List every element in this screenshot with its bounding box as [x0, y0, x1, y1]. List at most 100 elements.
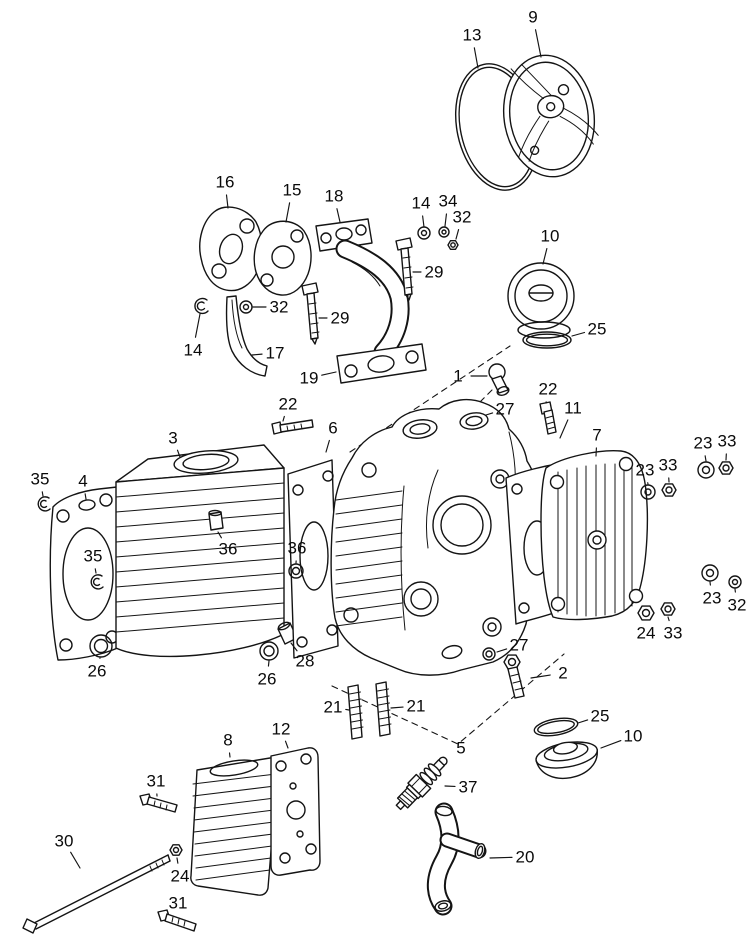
leader-line-18	[336, 208, 341, 223]
valve-part-1-drawing	[488, 363, 510, 396]
callout-35: 35	[30, 469, 50, 489]
leader-line-6	[325, 439, 330, 453]
callout-32: 32	[727, 595, 747, 615]
leader-line-34	[444, 213, 448, 227]
breather-elbow-20-drawing	[426, 802, 487, 916]
nut-33-mid-drawing	[661, 483, 677, 497]
plate-12-drawing	[270, 747, 321, 876]
callout-14: 14	[411, 193, 431, 213]
leader-line-27	[485, 412, 494, 416]
callout-13: 13	[462, 25, 482, 45]
cam-sprocket-9-drawing	[502, 54, 599, 178]
callout-25: 25	[590, 706, 610, 726]
stud-21-left-drawing	[347, 684, 364, 740]
leader-line-12	[284, 740, 289, 749]
leader-line-17	[251, 353, 263, 356]
callout-33: 33	[663, 623, 683, 643]
leader-line-9	[534, 29, 542, 58]
stud-21-right-drawing	[375, 681, 392, 737]
cylinder-head-5-drawing	[330, 398, 540, 676]
washer-32-left-drawing	[239, 300, 253, 314]
callout-6: 6	[328, 418, 338, 438]
nut-24-left-drawing	[169, 844, 183, 856]
leader-line-13	[473, 47, 479, 69]
bolt-29-upper-drawing	[395, 237, 414, 301]
callout-24: 24	[636, 623, 656, 643]
callout-5: 5	[456, 738, 466, 758]
o-ring-26-left-drawing	[89, 634, 113, 658]
leader-line-25	[571, 331, 586, 337]
callout-31: 31	[168, 893, 188, 913]
leader-line-27	[496, 648, 508, 653]
gasket-4-drawing	[49, 486, 122, 661]
callout-33: 33	[658, 455, 678, 475]
callout-20: 20	[515, 847, 535, 867]
leader-line-19	[321, 371, 337, 376]
leader-lines	[41, 29, 736, 869]
callout-10: 10	[540, 226, 560, 246]
leader-line-21	[345, 708, 350, 711]
bolt-22-left-drawing	[271, 419, 314, 435]
leader-line-14	[194, 313, 201, 338]
callout-27: 27	[495, 399, 515, 419]
leader-line-35	[41, 491, 44, 497]
leader-line-15	[285, 202, 291, 223]
callout-14: 14	[183, 340, 203, 360]
o-ring-26-right-drawing	[259, 641, 279, 661]
callout-35: 35	[83, 546, 103, 566]
head-8-drawing	[190, 757, 279, 896]
callout-22: 22	[538, 379, 558, 399]
leader-line-26	[267, 660, 270, 667]
o-ring-27-bottom-drawing	[482, 647, 496, 661]
callout-25: 25	[587, 319, 607, 339]
callout-7: 7	[592, 425, 602, 445]
clip-35-lower-drawing	[90, 574, 104, 590]
bracket-17-drawing	[225, 295, 268, 377]
o-ring-25-top-drawing	[522, 331, 572, 349]
leader-line-33	[667, 616, 670, 622]
callout-30: 30	[54, 831, 74, 851]
callout-26: 26	[257, 669, 277, 689]
callout-36: 36	[218, 539, 238, 559]
bolt-22-right-drawing	[539, 401, 557, 435]
bolt-29-lower-drawing	[301, 282, 320, 345]
cap-10-bottom-drawing	[535, 741, 598, 780]
leader-line-2	[530, 674, 551, 679]
callout-26: 26	[87, 661, 107, 681]
leader-line-16	[225, 194, 229, 209]
callout-29: 29	[330, 308, 350, 328]
callout-8: 8	[223, 730, 233, 750]
nut-33-lower-drawing	[660, 602, 676, 616]
callout-18: 18	[324, 186, 344, 206]
callout-32: 32	[452, 207, 472, 227]
callout-12: 12	[271, 719, 291, 739]
nut-32-top-drawing	[447, 239, 459, 251]
leader-line-32	[455, 228, 460, 240]
callout-23: 23	[702, 588, 722, 608]
cylinder-3-drawing	[115, 444, 285, 658]
ring-36-lower-drawing	[288, 563, 304, 579]
spark-plug-37-drawing	[395, 756, 448, 811]
leader-line-10	[542, 248, 548, 265]
manifold-pipe-18-drawing	[315, 218, 410, 362]
nut-33-upper-right-drawing	[718, 461, 734, 475]
o-ring-25-bottom-drawing	[533, 717, 579, 737]
leader-line-28	[290, 642, 298, 652]
callout-11: 11	[564, 398, 582, 418]
washer-23-upper-right-drawing	[697, 461, 715, 479]
callout-23: 23	[693, 433, 713, 453]
leader-line-10	[600, 739, 622, 749]
callout-21: 21	[406, 696, 426, 716]
callout-17: 17	[265, 343, 285, 363]
leader-line-30	[70, 851, 81, 869]
callout-28: 28	[295, 651, 315, 671]
dowel-36-upper-drawing	[208, 509, 224, 531]
nut-24-right-drawing	[637, 605, 655, 621]
leader-line-35	[94, 568, 97, 574]
pipe-flange-19-drawing	[336, 343, 427, 384]
bolt-30-drawing	[22, 854, 171, 934]
washer-23-lower-drawing	[701, 564, 719, 582]
callout-33: 33	[717, 431, 737, 451]
callout-15: 15	[282, 180, 302, 200]
